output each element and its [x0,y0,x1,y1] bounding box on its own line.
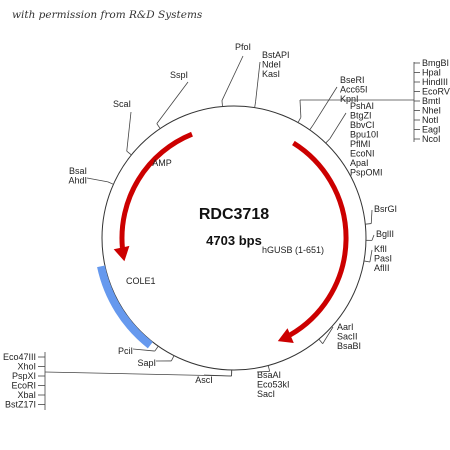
site-tick-pcii [154,345,159,352]
site-label-bstz17i: BstZ17I [5,400,36,410]
site-leader-pcii [132,348,155,352]
site-tick-aari [318,338,324,344]
site-label-pspomi: PspOMI [350,168,383,178]
site-label-ncoi: NcoI [422,134,441,144]
amp-arrow-body [119,131,193,249]
amp-arrow-head [113,245,130,262]
site-label-ecorv: EcoRV [422,87,450,97]
mcs-left-leader-a [44,371,232,377]
site-leader-sspi [156,81,189,124]
site-leader-bglii [371,234,375,241]
site-label-scai: ScaI [113,99,131,109]
site-label-bsabi: BsaBI [337,341,361,351]
site-leader-bstapi [255,61,261,102]
site-leader-bsai [86,177,109,183]
site-label-sspi: SspI [170,70,188,80]
site-leader-kfli [369,249,373,263]
insert-arrow-body [288,140,349,338]
ori-block [97,265,153,349]
restriction-site-layer: PfoIBstAPINdeIKasISspIScaIBsaIAhdIBseRIA… [3,42,450,410]
site-label-pasi: PasI [374,254,392,264]
site-label-xhoi: XhoI [17,362,36,372]
site-label-bseri: BseRI [340,75,365,85]
site-leader-bsrgi [370,209,373,224]
site-leader-bsaai [256,370,270,373]
plasmid-name: RDC3718 [199,206,269,223]
feature-label-amp: AMP [152,158,172,168]
site-leader-bseri [312,86,338,126]
site-label-bbvci: BbvCI [350,120,375,130]
site-tick-bstapi [254,101,256,108]
site-label-bmgbi: BmgBI [422,58,449,68]
feature-layer: AMP hGUSB (1-651) COLE1 [97,131,349,349]
site-label-ndei: NdeI [262,60,281,70]
site-label-eagi: EagI [422,125,441,135]
site-tick-bsai [107,181,114,185]
insert-arrow-head [277,328,294,343]
site-label-econi: EcoNI [350,149,375,159]
site-label-noti: NotI [422,115,439,125]
site-label-btgzi: BtgZI [350,111,372,121]
permission-note: with permission from R&D Systems [12,9,203,21]
site-label-eco47iii: Eco47III [3,352,36,362]
site-label-bsrgi: BsrGI [374,204,397,214]
site-label-kfli: KflI [374,244,387,254]
mcs-right-leader-a [299,99,302,118]
site-label-bsai: BsaI [69,166,87,176]
site-label-sacii: SacII [337,332,358,342]
site-label-hindiii: HindIII [422,77,448,87]
site-tick-bsrgi [365,223,372,225]
site-label-hpai: HpaI [422,68,441,78]
site-label-aflii: AflII [374,263,390,273]
site-label-xbai: XbaI [17,390,36,400]
site-leader-pshai [329,112,347,139]
site-label-bmti: BmtI [422,96,441,106]
site-label-bsaai: BsaAI [257,370,281,380]
site-label-eco53ki: Eco53kI [257,380,290,390]
site-label-nhei: NheI [422,106,441,116]
site-label-ecori: EcoRI [11,381,36,391]
plasmid-size: 4703 bps [206,233,262,248]
site-tick-bsaai [267,365,271,372]
feature-label-ori: COLE1 [126,276,156,286]
site-label-pfoi: PfoI [235,42,251,52]
site-label-acc65i: Acc65I [340,85,368,95]
site-label-sapi: SapI [137,358,156,368]
site-tick-bmgbi [297,117,302,123]
backbone-circle [101,105,367,371]
site-tick-sspi [156,123,161,129]
site-tick-kfli [363,260,370,263]
site-label-ahdi: AhdI [68,176,87,186]
site-label-pflmi: PflMI [350,139,371,149]
site-tick-bseri [309,124,314,131]
site-label-pcii: PciI [118,346,133,356]
feature-label-insert: hGUSB (1-651) [262,245,324,255]
site-tick-pshai [325,138,331,144]
site-label-saci: SacI [257,389,275,399]
site-label-bstapi: BstAPI [262,50,290,60]
site-label-bpu10i: Bpu10I [350,130,379,140]
site-leader-pfoi [221,55,244,101]
site-label-aari: AarI [337,322,354,332]
site-label-bglii: BglII [376,229,394,239]
site-tick-scai [126,150,132,156]
site-label-kasi: KasI [262,69,280,79]
site-leader-aari [322,326,334,344]
site-label-apai: ApaI [350,158,369,168]
site-label-pshai: PshAI [350,101,374,111]
site-label-kpni: KpnI [340,94,359,104]
site-tick-sapi [170,355,175,362]
site-label-pspxi: PspXI [12,371,36,381]
site-label-asci: AscI [195,375,213,385]
site-leader-scai [126,111,132,152]
site-tick-pfoi [221,100,223,107]
